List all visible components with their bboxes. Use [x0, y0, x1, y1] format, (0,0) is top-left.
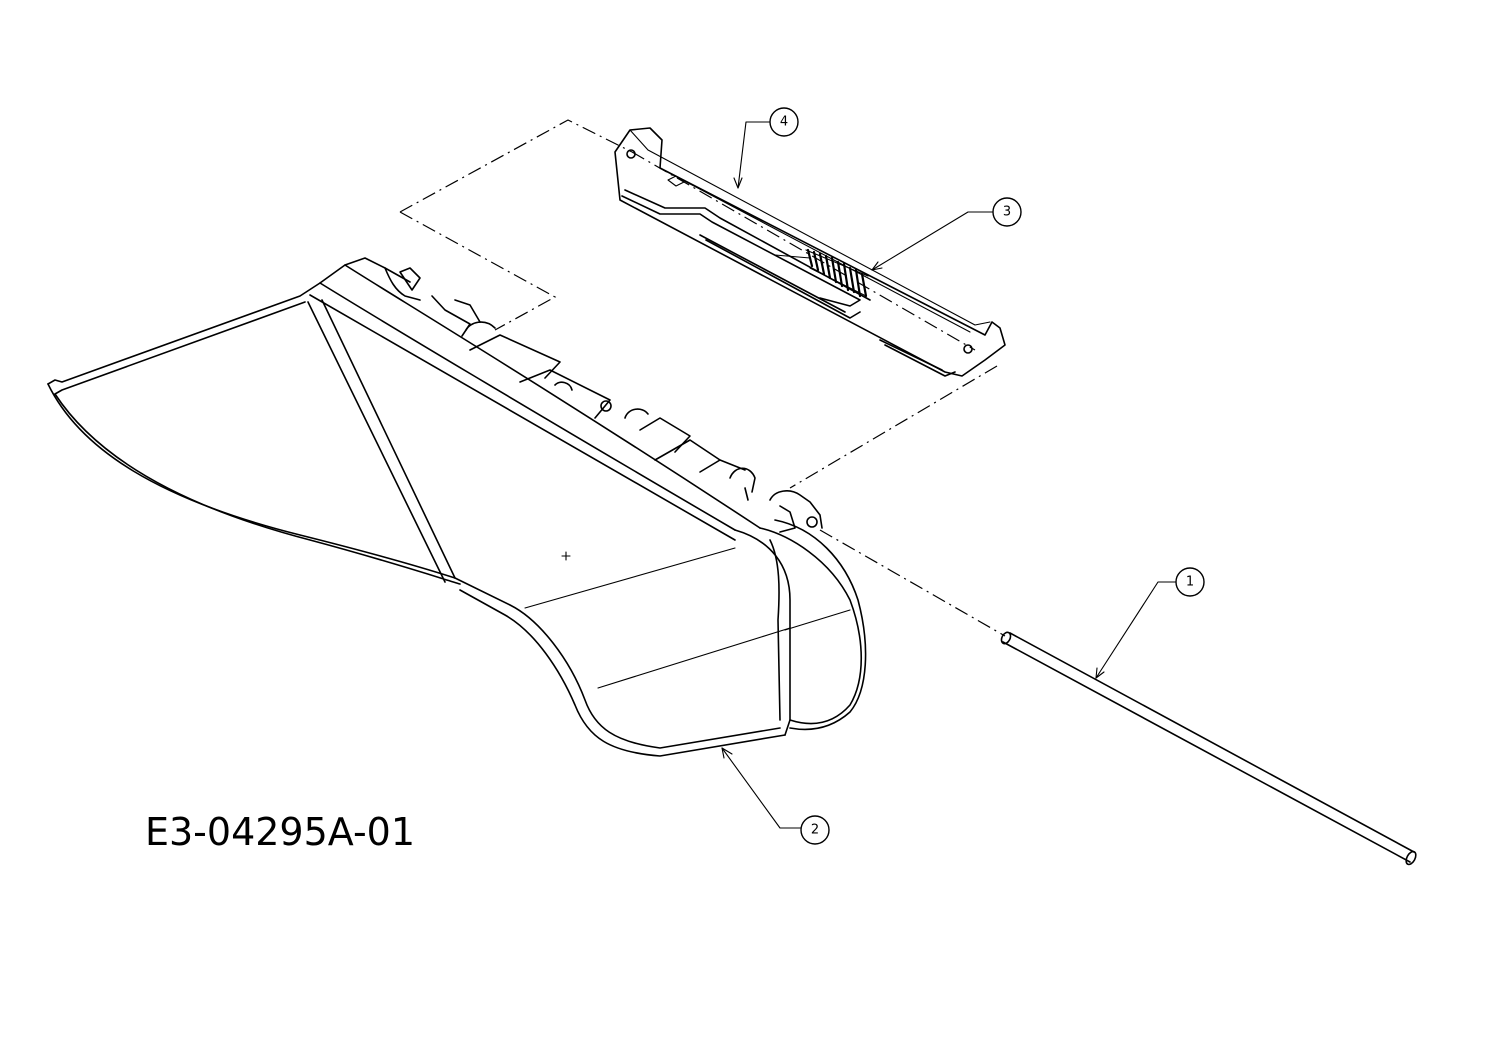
callout-2: 2	[800, 815, 830, 845]
hinge-bracket-part-4	[614, 127, 1006, 377]
callout-1: 1	[1175, 567, 1205, 597]
svg-text:3: 3	[1003, 205, 1011, 220]
assembly-lines	[399, 119, 1006, 637]
svg-text:2: 2	[811, 823, 819, 838]
svg-text:1: 1	[1186, 575, 1194, 590]
grass-bag-part-2	[47, 257, 867, 757]
drawing-code: E3-04295A-01	[145, 810, 416, 854]
spring-part-3	[774, 248, 869, 298]
axle-rod-part-1	[1000, 631, 1417, 866]
callout-3: 3	[992, 197, 1022, 227]
svg-text:4: 4	[780, 115, 788, 130]
callout-leaders	[721, 121, 1177, 829]
callout-4: 4	[769, 107, 799, 137]
